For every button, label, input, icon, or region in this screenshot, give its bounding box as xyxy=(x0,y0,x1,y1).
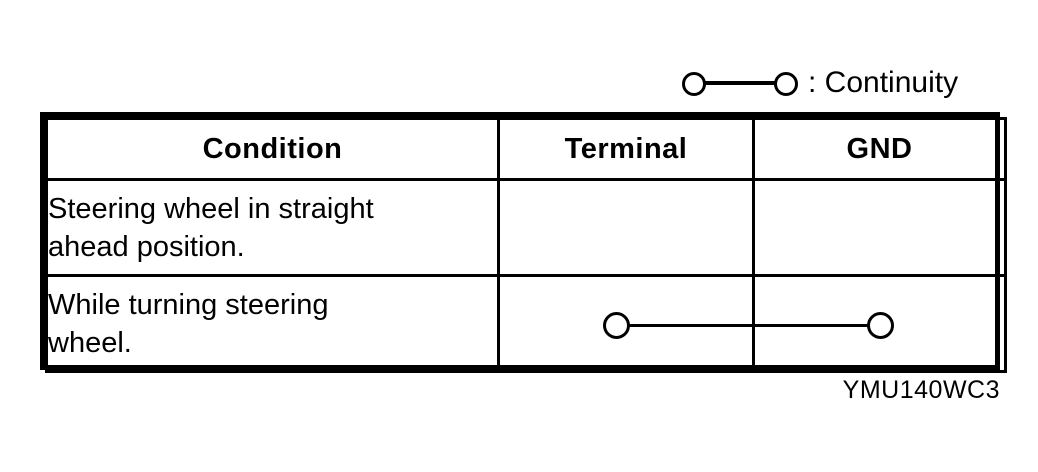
gnd-cell xyxy=(752,178,1007,277)
table-header: Condition Terminal GND xyxy=(45,117,1007,181)
table-grid: Condition Terminal GND Steering wheel in… xyxy=(45,117,1007,373)
figure-caption: YMU140WC3 xyxy=(842,376,1000,404)
condition-line-2: wheel. xyxy=(48,326,132,359)
continuity-legend: : Continuity xyxy=(682,62,958,104)
condition-line-1: Steering wheel in straight xyxy=(48,192,374,225)
terminal-cell xyxy=(497,274,755,373)
condition-cell: Steering wheel in straight ahead positio… xyxy=(45,178,500,277)
legend-label: : Continuity xyxy=(808,66,959,99)
table-header-row: Condition Terminal GND xyxy=(45,117,1007,181)
terminal-cell xyxy=(497,178,755,277)
column-header-gnd: GND xyxy=(752,117,1007,181)
continuity-symbol xyxy=(682,70,798,96)
continuity-terminal-circle-right xyxy=(774,72,798,96)
condition-line-1: While turning steering xyxy=(48,288,329,321)
column-header-condition: Condition xyxy=(45,117,500,181)
column-header-terminal: Terminal xyxy=(497,117,755,181)
continuity-terminal-circle-left xyxy=(682,72,706,96)
table-row: Steering wheel in straight ahead positio… xyxy=(45,178,1007,277)
table-row: While turning steering wheel. xyxy=(45,274,1007,373)
continuity-line xyxy=(704,81,776,85)
condition-line-2: ahead position. xyxy=(48,230,245,263)
continuity-table: Condition Terminal GND Steering wheel in… xyxy=(40,112,1007,373)
condition-cell: While turning steering wheel. xyxy=(45,274,500,373)
table-body: Steering wheel in straight ahead positio… xyxy=(45,178,1007,373)
gnd-cell xyxy=(752,274,1007,373)
